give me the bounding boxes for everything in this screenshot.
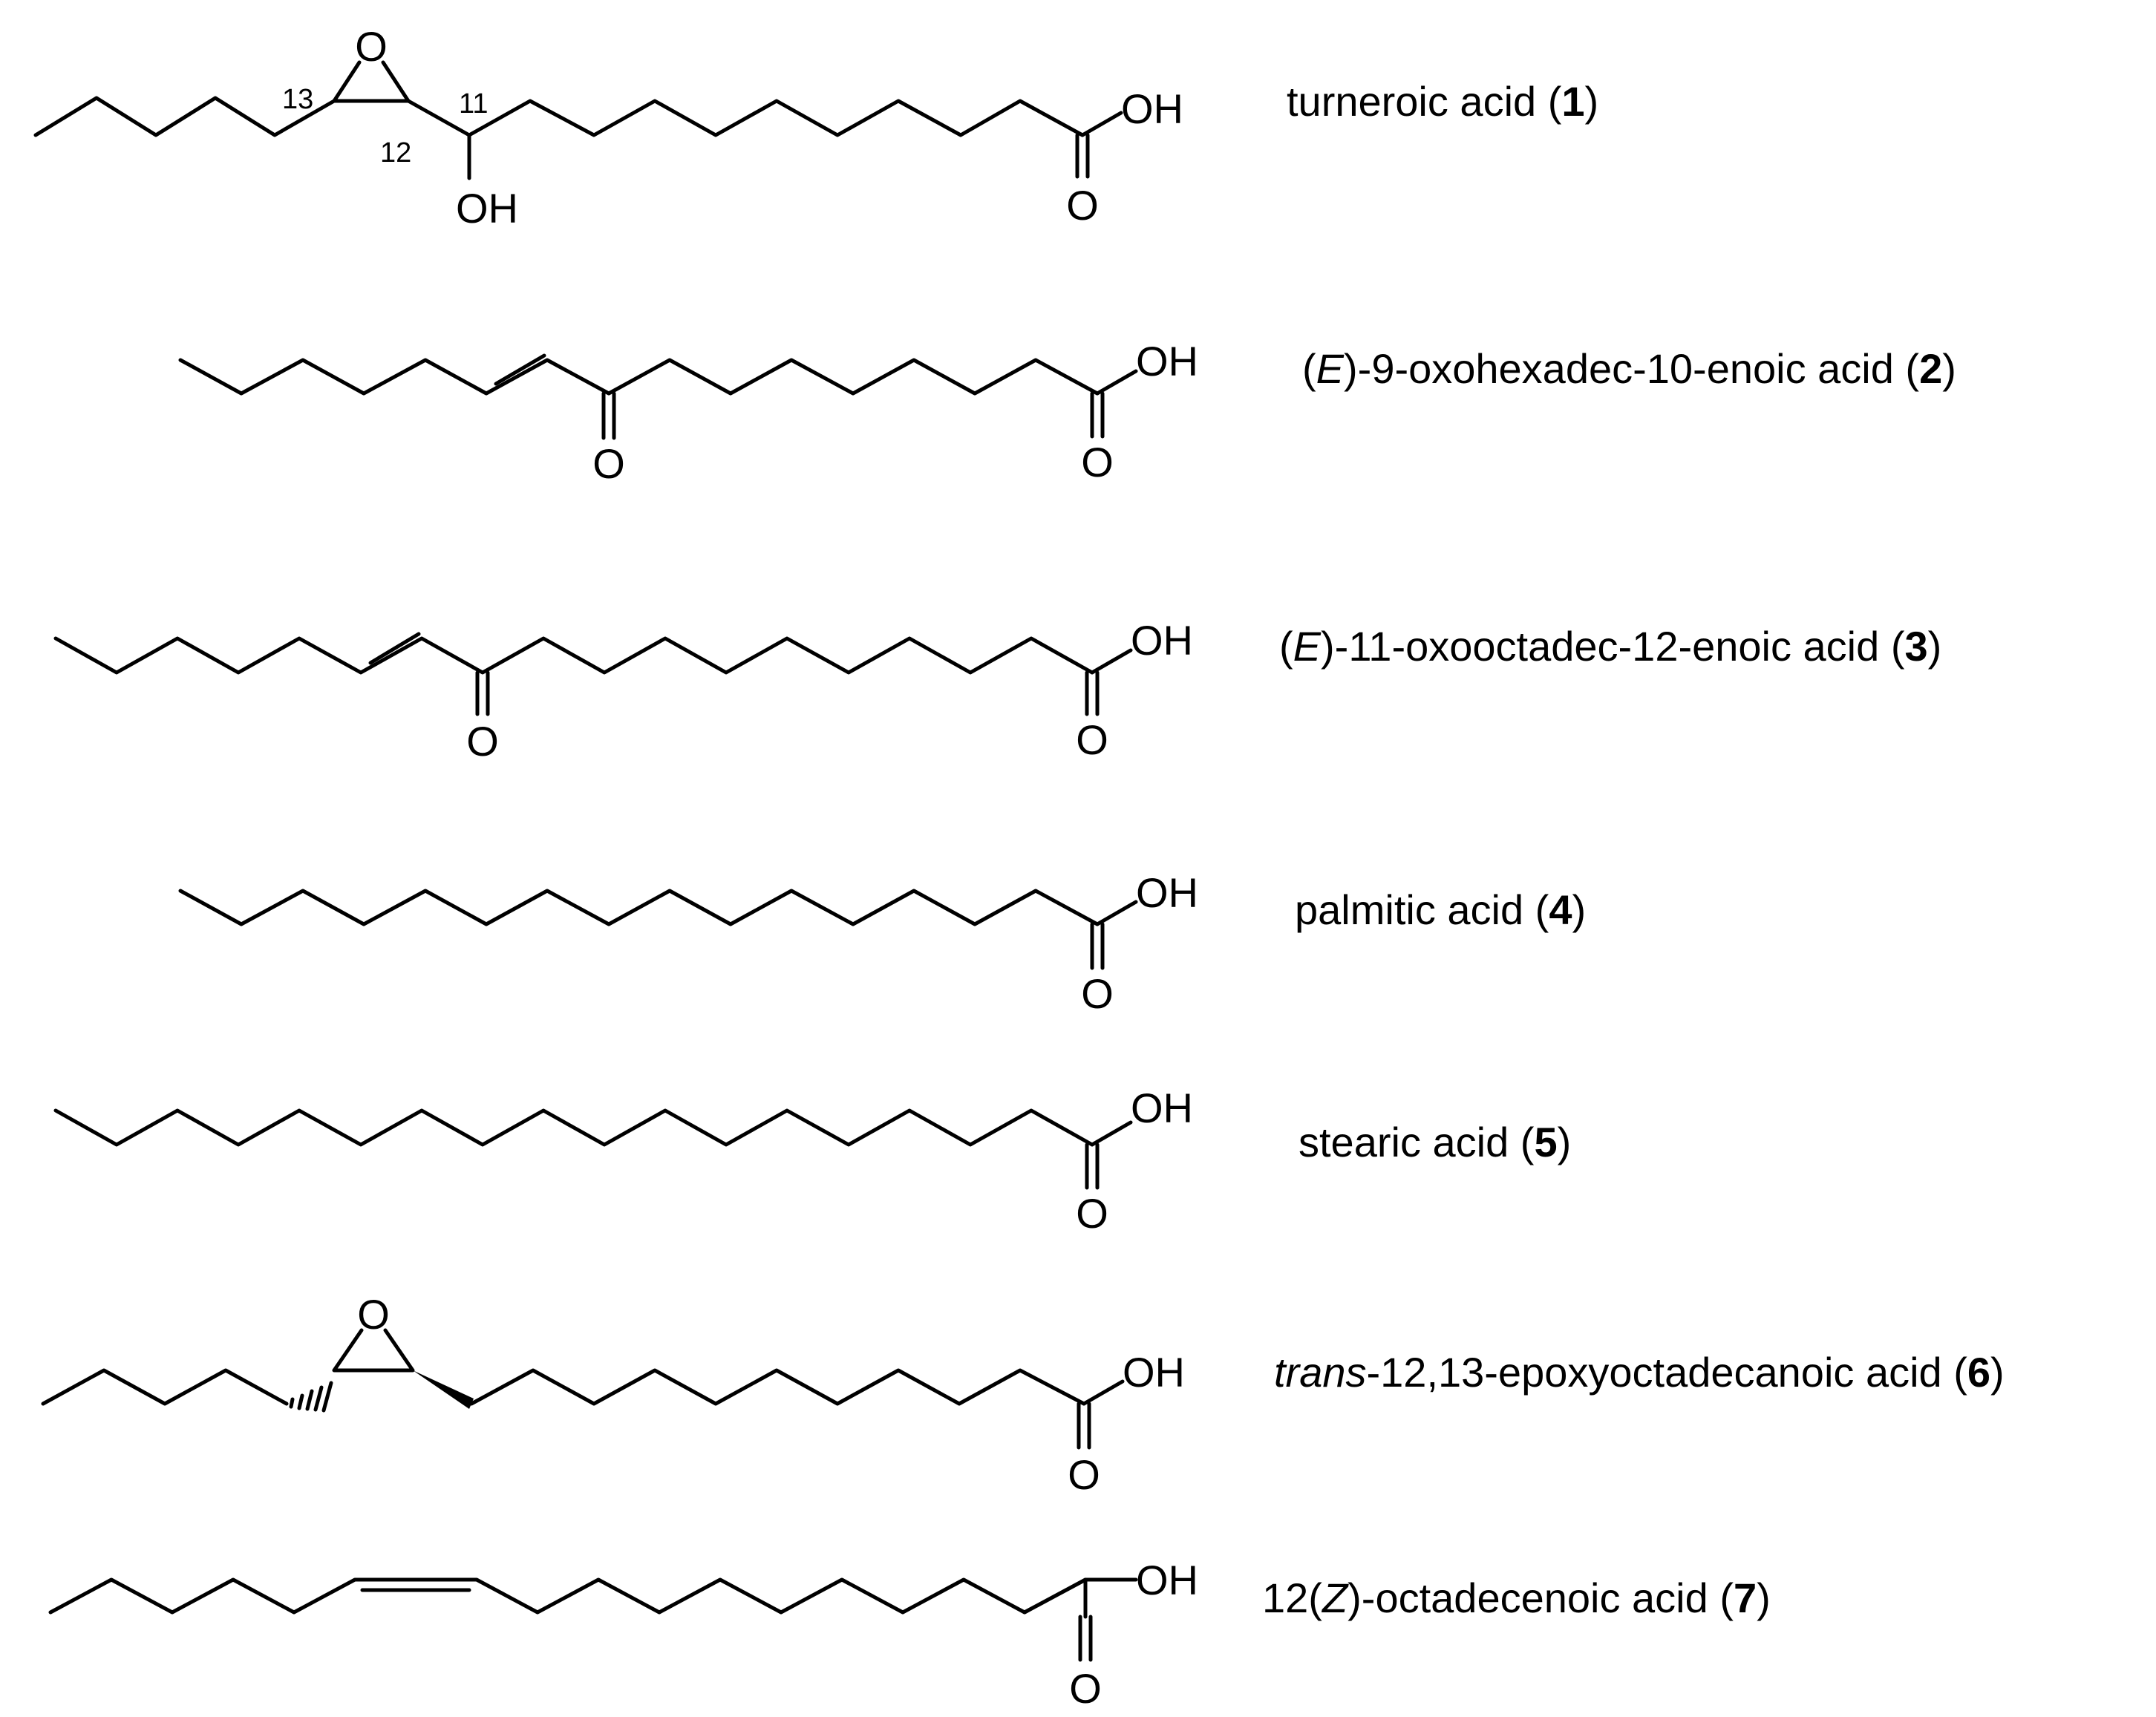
compound-5-name-part: stearic acid ( — [1298, 1119, 1535, 1165]
compound-4-acid-oh-bond — [1095, 900, 1138, 926]
compound-6-alkyl-chain — [41, 1368, 289, 1406]
compound-5-carbonyl-double-bond — [1085, 1142, 1100, 1190]
compound-2-structure: O OH O — [178, 338, 1198, 487]
compound-3-chain — [53, 636, 1094, 675]
compound-4-name-part: palmitic acid ( — [1295, 886, 1549, 933]
compound-3-name-part: 3 — [1904, 623, 1927, 670]
compound-6-name-part: ) — [1990, 1349, 2005, 1396]
compound-4-name-part: 4 — [1549, 886, 1572, 933]
compound-6-structure: O OH O — [41, 1291, 1185, 1498]
compound-2-carbonyl-double-bond — [1090, 391, 1105, 439]
compound-7-name-part: 12( — [1262, 1574, 1322, 1621]
compound-6-name-part: -12,13-epoxyoctadecanoic acid ( — [1367, 1349, 1968, 1396]
compound-3-name-part: E — [1293, 623, 1322, 670]
compound-2-name-part: ) — [1942, 345, 1956, 392]
compound-2-name-part: E — [1316, 345, 1345, 392]
compound-4-acid-oh: OH — [1136, 869, 1198, 916]
compound-6-name-part: 6 — [1967, 1349, 1990, 1396]
compound-6-epoxide-o: O — [357, 1291, 390, 1338]
compound-6-carbonyl-double-bond — [1077, 1402, 1091, 1450]
compound-1-acid-oh-bond — [1080, 111, 1123, 137]
compound-1-acid-oh: OH — [1121, 85, 1183, 132]
compound-4-name: palmitic acid (4) — [1295, 886, 1586, 933]
compound-7-structure: OH O — [48, 1557, 1198, 1712]
compound-1-alkyl-chain — [33, 96, 336, 137]
compound-5-acid-o: O — [1076, 1190, 1108, 1237]
compound-2-name: (E)-9-oxohexadec-10-enoic acid (2) — [1302, 345, 1956, 392]
compound-4-carbonyl-double-bond — [1090, 922, 1105, 970]
compound-6-hashed-wedge — [289, 1381, 333, 1413]
compound-1-main-chain — [406, 99, 1085, 137]
compound-5-chain — [53, 1108, 1094, 1147]
compound-3-name: (E)-11-oxooctadec-12-enoic acid (3) — [1279, 623, 1941, 670]
compound-2-chain — [178, 358, 1100, 396]
compound-1-epoxide-o: O — [355, 23, 388, 70]
compound-2-ketone-double-bond — [601, 391, 616, 440]
compound-3-acid-oh-bond — [1090, 648, 1133, 675]
compound-1-locant-12: 12 — [380, 137, 411, 169]
compound-2-acid-oh-bond — [1095, 369, 1138, 396]
compound-5-name-part: ) — [1558, 1119, 1572, 1165]
compound-5-acid-oh: OH — [1131, 1085, 1193, 1131]
compound-3-acid-oh: OH — [1131, 617, 1193, 664]
compound-3-carbonyl-double-bond — [1085, 670, 1100, 716]
compound-7-name: 12(Z)-octadecenoic acid (7) — [1262, 1574, 1771, 1621]
compound-3-acid-o: O — [1076, 716, 1108, 763]
compound-7-name-part: Z — [1321, 1574, 1349, 1621]
compound-4-name-part: ) — [1572, 886, 1586, 933]
compound-1-name: turneroic acid (1) — [1287, 78, 1598, 125]
compound-1-name-part: ) — [1585, 78, 1599, 125]
compound-3-name-part: )-11-oxooctadec-12-enoic acid ( — [1321, 623, 1905, 670]
compound-6-name: trans-12,13-epoxyoctadecanoic acid (6) — [1274, 1349, 2005, 1396]
compound-7-name-part: ) — [1757, 1574, 1771, 1621]
compound-4-structure: OH O — [178, 869, 1198, 1017]
compound-1-name-part: 1 — [1561, 78, 1584, 125]
compound-3-alkene-double-bond — [368, 632, 421, 665]
compound-7-carbonyl-double-bond — [1078, 1615, 1093, 1662]
compound-6-solid-wedge — [413, 1370, 474, 1409]
compound-7-name-part: )-octadecenoic acid ( — [1348, 1574, 1734, 1621]
compound-3-name-part: ) — [1928, 623, 1942, 670]
compound-6-acid-oh: OH — [1123, 1349, 1185, 1396]
compound-3-name-part: ( — [1279, 623, 1293, 670]
compound-1-name-part: turneroic acid ( — [1287, 78, 1562, 125]
compound-2-alkene-double-bond — [494, 353, 546, 386]
compound-5-name-part: 5 — [1534, 1119, 1557, 1165]
compound-6-acid-o: O — [1068, 1451, 1100, 1498]
compound-3-structure: O OH O — [53, 617, 1193, 765]
compound-1-locant-13: 13 — [282, 84, 313, 115]
compound-7-carboxyl-carbon-bond — [1022, 1577, 1088, 1619]
compound-1-epoxide-ring — [332, 60, 411, 103]
compound-2-name-part: 2 — [1919, 345, 1942, 392]
compound-2-acid-oh: OH — [1136, 338, 1198, 385]
compound-6-acid-oh-bond — [1082, 1379, 1125, 1406]
compound-6-name-part: trans — [1274, 1349, 1367, 1396]
compound-1-hydroxyl: OH — [456, 185, 518, 232]
compound-7-chain — [48, 1577, 1088, 1615]
compound-1-acid-o: O — [1066, 182, 1099, 229]
compound-2-name-part: )-9-oxohexadec-10-enoic acid ( — [1344, 345, 1919, 392]
compound-2-acid-o: O — [1081, 439, 1114, 485]
compound-5-structure: OH O — [53, 1085, 1193, 1237]
compound-5-acid-oh-bond — [1090, 1120, 1133, 1147]
compound-3-ketone-o: O — [466, 718, 499, 765]
compound-3-ketone-double-bond — [475, 670, 490, 716]
compound-5-name: stearic acid (5) — [1298, 1119, 1571, 1165]
compound-1-locant-11: 11 — [459, 88, 488, 120]
compound-4-chain — [178, 889, 1100, 926]
compound-2-name-part: ( — [1302, 345, 1316, 392]
compound-7-acid-o: O — [1069, 1665, 1102, 1712]
compound-6-main-chain — [469, 1368, 1086, 1406]
compound-7-acid-oh: OH — [1136, 1557, 1198, 1603]
compound-6-epoxide-ring — [332, 1328, 415, 1373]
compound-2-ketone-o: O — [592, 440, 625, 487]
compound-1-structure: O OH OH O 13 12 11 — [33, 23, 1183, 232]
compound-4-acid-o: O — [1081, 970, 1114, 1017]
compound-1-carbonyl-double-bond — [1075, 133, 1090, 179]
compound-7-name-part: 7 — [1734, 1574, 1757, 1621]
